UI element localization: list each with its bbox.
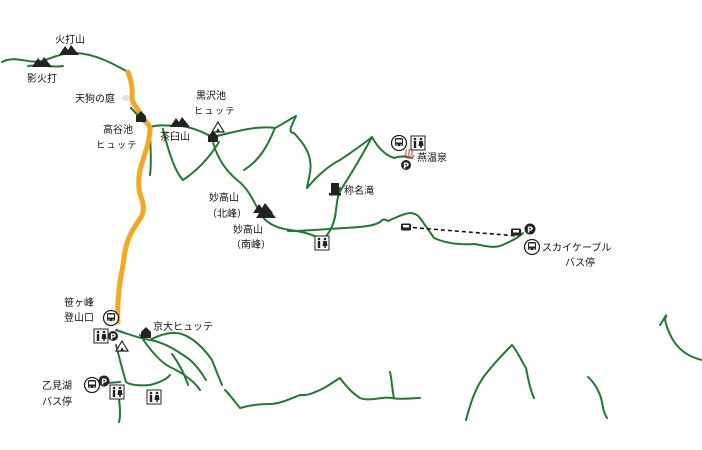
label-otomiko-2: バス停 — [42, 395, 72, 408]
skycable-bus-icon — [523, 238, 541, 256]
lower-toilet-icon — [146, 389, 162, 405]
label-hiuchiyama: 火打山 — [55, 33, 85, 46]
label-myoko-south-1: 妙高山 — [233, 223, 263, 236]
otomiko-toilet-icon — [109, 384, 125, 400]
label-kyodai-hutte: 京大ヒュッテ — [153, 320, 213, 333]
toilet-icon — [314, 235, 330, 251]
skycable-parking-icon: P — [524, 223, 536, 235]
kyodai-hut-icon — [141, 327, 151, 338]
map-labels: 火打山 影火打 天狗の庭 高谷池 ヒュッテ 黒沢池 ヒュッテ 茶臼山 燕温泉 称… — [27, 33, 611, 408]
label-koyaike-1: 高谷池 — [103, 123, 133, 136]
label-sasagamine-1: 笹ヶ峰 — [64, 296, 94, 309]
sasagamine-toilet-icon — [93, 328, 109, 344]
svg-text:P: P — [101, 378, 107, 387]
label-chausuyama: 茶臼山 — [160, 130, 190, 143]
tsubakuro-bus-icon — [390, 134, 408, 152]
hot-spring-icon — [403, 148, 415, 159]
label-otomiko-1: 乙見湖 — [42, 380, 72, 392]
label-sasagamine-2: 登山口 — [64, 311, 94, 324]
skycable-line — [405, 226, 519, 237]
label-koyaike-2: ヒュッテ — [96, 140, 138, 151]
sasagamine-camp-icon — [115, 340, 129, 352]
sasagamine-bus-icon — [102, 309, 120, 327]
tsubakuro-toilet-icon — [410, 135, 426, 151]
label-kagehiuchi: 影火打 — [27, 72, 57, 85]
svg-text:P: P — [403, 162, 409, 171]
hiuchiyama-mountain-icon — [59, 45, 79, 55]
otomiko-bus-icon — [83, 376, 101, 394]
svg-text:P: P — [527, 226, 533, 235]
chausuyama-mountain-icon — [170, 117, 190, 127]
kurosawaike-camp-icon — [211, 121, 225, 133]
label-myoko-north-2: （北峰） — [207, 208, 247, 220]
label-shomyo-daki: 称名滝 — [344, 184, 374, 197]
skycable-station-icon — [401, 223, 411, 231]
label-tengu-no-niwa: 天狗の庭 — [75, 92, 115, 105]
highlighted-route — [115, 69, 153, 325]
label-tsubakuro-onsen: 燕温泉 — [417, 151, 447, 164]
tsubakuro-parking-icon: P — [401, 160, 411, 171]
label-skycable-1: スカイケーブル — [542, 241, 611, 254]
waterfall-icon — [329, 183, 341, 196]
kurosawaike-hut-icon — [208, 131, 218, 142]
label-kurosawaike-2: ヒュッテ — [194, 106, 236, 117]
svg-text:P: P — [110, 333, 116, 342]
trail-network — [1, 51, 702, 423]
label-myoko-north-1: 妙高山 — [209, 191, 239, 204]
label-skycable-2: バス停 — [565, 256, 595, 269]
label-kurosawaike-1: 黒沢池 — [196, 89, 226, 102]
tengu-pond-icon — [122, 95, 130, 101]
otomiko-parking-icon: P — [98, 375, 110, 387]
label-myoko-south-2: （南峰） — [231, 238, 271, 251]
skycable-upper-station-icon — [511, 228, 521, 236]
sasagamine-parking-icon: P — [108, 331, 118, 342]
